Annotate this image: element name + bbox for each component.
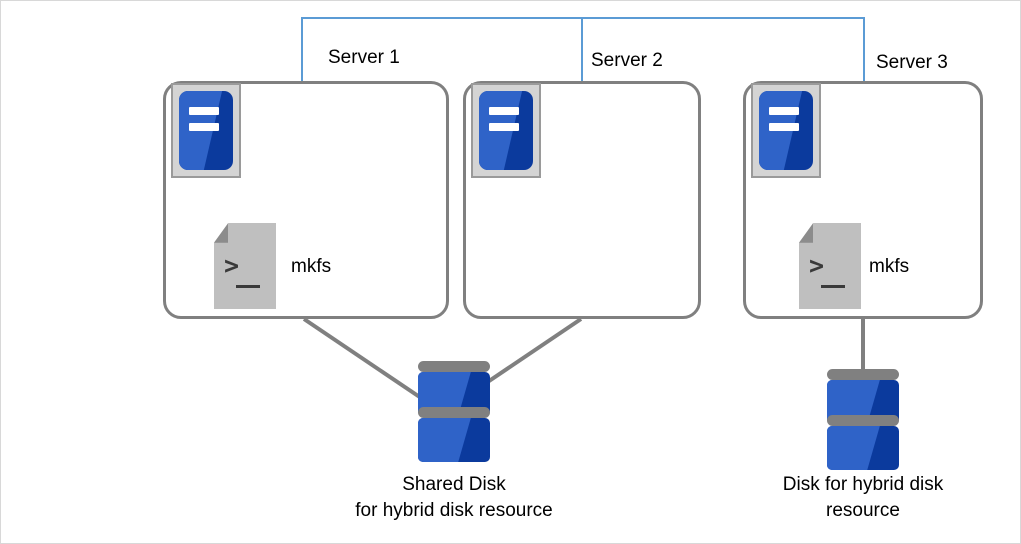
cluster-bracket-top <box>301 17 865 19</box>
local-disk-icon <box>827 369 899 471</box>
server-2-label: Server 2 <box>591 50 663 71</box>
server-icon-body-3 <box>759 91 813 170</box>
server-icon-bar-1b <box>189 122 220 132</box>
shared-disk-icon <box>418 361 490 463</box>
local-disk-caption-line2: resource <box>826 499 900 521</box>
local-disk-caption-line1: Disk for hybrid disk <box>782 474 944 495</box>
server-3-label: Server 3 <box>876 52 948 73</box>
server-icon-bar-3a <box>769 106 800 116</box>
server-icon-bar-2b <box>489 122 520 132</box>
local-disk-pill-top <box>827 369 899 380</box>
server-icon-3 <box>751 83 821 178</box>
doc-fold-3 <box>799 223 814 243</box>
server-icon-1 <box>171 83 241 178</box>
terminal-cursor-icon-1 <box>236 285 260 288</box>
shared-disk-pill-top <box>418 361 490 372</box>
mkfs-doc-icon-1: > <box>214 223 276 309</box>
shared-disk-platter-bot <box>418 418 490 462</box>
server-icon-body-1 <box>179 91 233 170</box>
server-1-label: Server 1 <box>328 47 400 68</box>
mkfs-label-3: mkfs <box>869 256 910 277</box>
cluster-bracket-left <box>301 17 303 81</box>
connector-server3-local-disk <box>861 317 865 375</box>
doc-fold-1 <box>214 223 229 243</box>
cluster-bracket-right <box>863 17 865 81</box>
mkfs-label-1: mkfs <box>291 256 332 277</box>
cluster-bracket-divider <box>581 17 583 81</box>
mkfs-doc-icon-3: > <box>799 223 861 309</box>
server-icon-bar-1a <box>189 106 220 116</box>
shared-disk-pill-mid <box>418 407 490 418</box>
terminal-prompt-icon-1: > <box>224 251 240 280</box>
server-icon-body-2 <box>479 91 533 170</box>
server-icon-bar-3b <box>769 122 800 132</box>
server-icon-bar-2a <box>489 106 520 116</box>
local-disk-pill-mid <box>827 415 899 426</box>
terminal-prompt-icon-3: > <box>809 251 825 280</box>
shared-disk-caption-line1: Shared Disk <box>402 474 506 495</box>
server-2-box[interactable] <box>463 81 701 319</box>
shared-disk-caption: Shared Disk for hybrid disk resource <box>334 472 574 523</box>
local-disk-platter-bot <box>827 426 899 470</box>
server-icon-2 <box>471 83 541 178</box>
local-disk-caption: Disk for hybrid disk resource <box>753 472 973 523</box>
terminal-cursor-icon-3 <box>821 285 845 288</box>
shared-disk-caption-line2: for hybrid disk resource <box>355 499 553 521</box>
